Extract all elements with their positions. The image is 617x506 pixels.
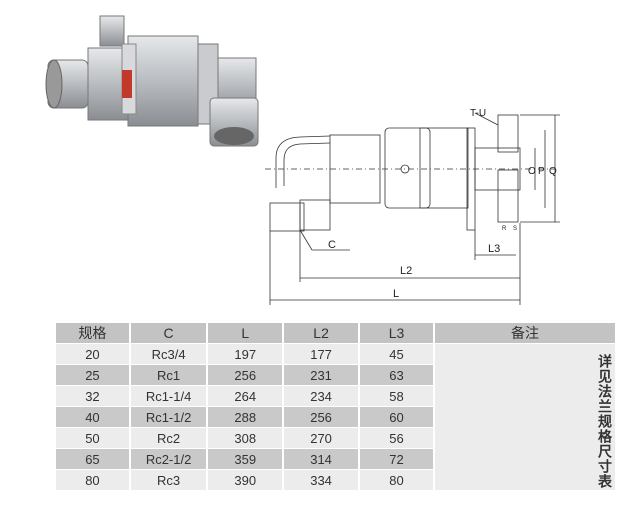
table-cell: 234	[284, 386, 358, 406]
table-cell: 63	[359, 365, 433, 385]
dimension-drawing: C L3 L2 L T-U O P Q R S	[265, 108, 560, 305]
label-l: L	[393, 288, 399, 300]
label-p: P	[538, 166, 545, 177]
table-cell: 40	[56, 407, 129, 427]
label-tu: T-U	[470, 108, 486, 119]
table-cell: Rc1-1/4	[130, 386, 207, 406]
table-cell: 334	[284, 470, 358, 490]
table-cell: Rc1-1/2	[130, 407, 207, 427]
header-c: C	[130, 323, 207, 343]
label-q: Q	[549, 166, 557, 177]
label-s: S	[513, 226, 517, 232]
table-cell: Rc3/4	[130, 344, 207, 364]
table-cell: 177	[284, 344, 358, 364]
label-l2: L2	[400, 265, 412, 277]
table-cell: 308	[208, 428, 283, 448]
table-cell: 288	[208, 407, 283, 427]
table-cell: 314	[284, 449, 358, 469]
table-cell: 58	[359, 386, 433, 406]
table-cell: 72	[359, 449, 433, 469]
table-cell: 20	[56, 344, 129, 364]
table-cell: 359	[208, 449, 283, 469]
table-cell: Rc2	[130, 428, 207, 448]
table-cell: 231	[284, 365, 358, 385]
table-cell: 264	[208, 386, 283, 406]
label-l3: L3	[488, 243, 500, 255]
table-cell: Rc3	[130, 470, 207, 490]
table-cell: 60	[359, 407, 433, 427]
label-r: R	[502, 226, 507, 232]
table-cell: 25	[56, 365, 129, 385]
header-l3: L3	[359, 323, 433, 343]
table-cell: 390	[208, 470, 283, 490]
table-cell: 270	[284, 428, 358, 448]
table-cell: 80	[359, 470, 433, 490]
table-cell: 50	[56, 428, 129, 448]
label-o: O	[528, 166, 536, 177]
table-cell: 45	[359, 344, 433, 364]
table-header: 规格 C L L2 L3 备注	[56, 323, 615, 343]
header-l: L	[208, 323, 283, 343]
table-cell: 256	[284, 407, 358, 427]
rotary-joint-photo	[45, 15, 259, 147]
table-cell: 197	[208, 344, 283, 364]
label-c: C	[328, 239, 336, 251]
table-cell: Rc2-1/2	[130, 449, 207, 469]
table-cell: 32	[56, 386, 129, 406]
header-note: 备注	[434, 323, 615, 343]
table-cell: 256	[208, 365, 283, 385]
table-cell: 80	[56, 470, 129, 490]
table-cell: 56	[359, 428, 433, 448]
table-cell: 65	[56, 449, 129, 469]
header-l2: L2	[284, 323, 358, 343]
note-cell: 详见法兰规格尺寸表	[434, 344, 615, 490]
header-spec: 规格	[56, 323, 129, 343]
table-cell: Rc1	[130, 365, 207, 385]
